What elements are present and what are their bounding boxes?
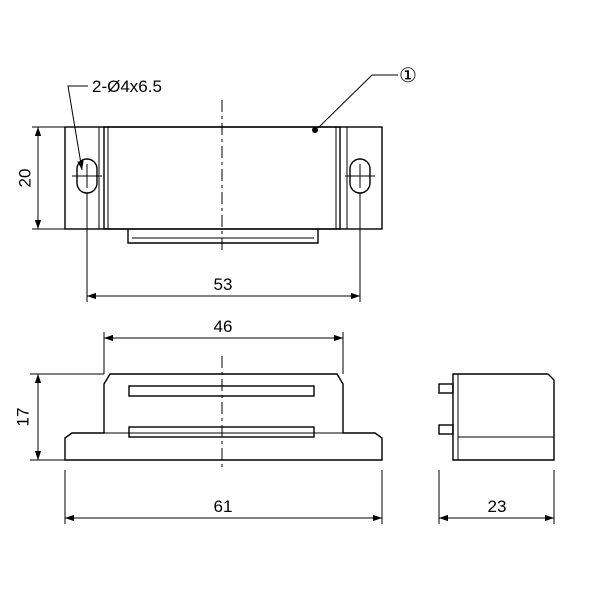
- side-pin-lower: [438, 424, 454, 435]
- front-outline: [64, 373, 383, 461]
- top-lower-tab: [127, 229, 319, 244]
- dim-23-label: 23: [488, 497, 507, 516]
- hole-callout: 2-Ø4x6.5: [92, 77, 162, 96]
- dim-53-label: 53: [214, 275, 233, 294]
- dim-46-label: 46: [214, 317, 233, 336]
- top-base-plate: [64, 126, 383, 230]
- front-view: 46 17 61: [13, 317, 383, 524]
- item-leader: [317, 74, 398, 129]
- dim-20-label: 20: [15, 169, 34, 188]
- item-number: ①: [399, 65, 417, 87]
- dim-17-label: 17: [13, 408, 32, 427]
- hole-leader: [67, 85, 88, 171]
- side-view: 23: [438, 373, 555, 524]
- side-pin-upper: [438, 383, 454, 394]
- top-view: 20 53 2-Ø4x6.5 ①: [15, 65, 417, 302]
- dim-61-label: 61: [214, 497, 233, 516]
- item-dot: [312, 127, 318, 133]
- side-body: [452, 373, 555, 461]
